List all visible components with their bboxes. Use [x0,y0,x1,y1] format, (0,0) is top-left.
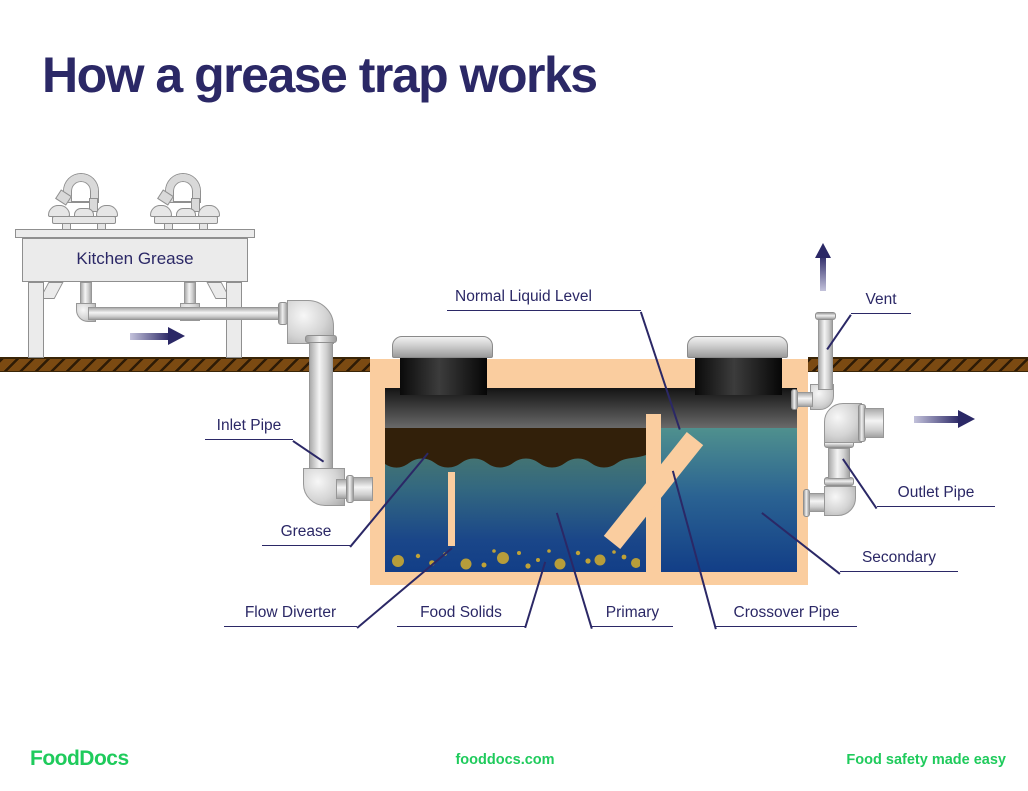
drain-horizontal-pipe [88,307,284,320]
label-food-solids: Food Solids [397,604,525,627]
faucet-spout [64,174,98,202]
page-title: How a grease trap works [42,47,598,103]
faucet-icon [150,172,222,236]
footer-tagline: Food safety made easy [846,752,1006,768]
flow-arrow-right-icon [130,333,170,340]
outlet-bottom-elbow [824,486,856,516]
outlet-top-elbow [824,403,862,443]
label-flow-diverter: Flow Diverter [224,604,357,627]
label-outlet-pipe: Outlet Pipe [877,484,995,507]
faucet-icon [48,172,120,236]
vent-flange [791,389,798,410]
faucet-spout [166,174,200,202]
label-vent: Vent [851,291,911,314]
manhole-neck-right [695,357,782,395]
faucet-deck [154,216,218,224]
outflow-arrow-right-icon [914,416,960,423]
label-primary: Primary [592,604,673,627]
kitchen-grease-label: Kitchen Grease [76,249,194,268]
inlet-pipe-collar [305,335,337,343]
outlet-pipe-vertical [828,448,850,479]
label-normal-liquid-level: Normal Liquid Level [447,288,641,311]
grease-layer [385,428,646,468]
label-grease: Grease [262,523,350,546]
outflow-arrow-right-icon [958,410,975,428]
manhole-neck-left [400,357,487,395]
vent-pipe [818,316,833,390]
flow-arrow-right-icon [168,327,185,345]
ground-left [0,357,370,372]
label-secondary: Secondary [840,549,958,572]
flow-diverter-baffle [448,472,455,546]
manhole-lid-right [687,336,788,358]
ground-right [808,357,1028,372]
inlet-wall-collar [353,477,373,501]
fooddocs-logo: FoodDocs [30,747,129,770]
outlet-end [864,408,884,438]
sink-leg-left [28,282,44,358]
inlet-pipe-vertical [309,340,333,472]
faucet-deck [52,216,116,224]
sink-basin [22,238,248,282]
footer-website: fooddocs.com [455,752,555,768]
vent-collar [815,312,836,320]
label-inlet-pipe: Inlet Pipe [205,417,293,440]
label-crossover-pipe: Crossover Pipe [716,604,857,627]
sink-counter [15,229,255,238]
vent-arrow-up-icon [820,255,826,291]
vent-arrow-up-icon [815,243,831,258]
sink-leg-right [226,282,242,358]
manhole-lid-left [392,336,493,358]
